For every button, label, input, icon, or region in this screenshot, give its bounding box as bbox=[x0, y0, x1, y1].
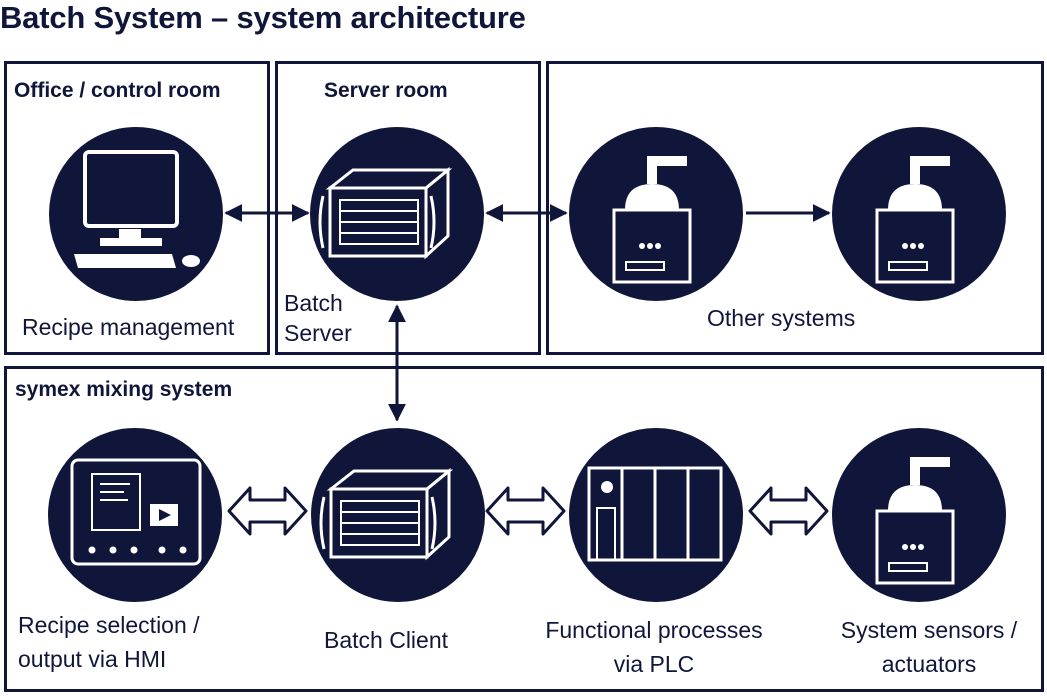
server-icon bbox=[318, 166, 453, 260]
hollow-arrow-plc-sensors bbox=[748, 486, 829, 536]
sensors-label: System sensors / actuators bbox=[814, 613, 1044, 681]
server-room-label: Server room bbox=[324, 79, 448, 102]
office-computer-circle bbox=[49, 127, 223, 301]
computer-icon bbox=[74, 150, 200, 268]
batch-server-line1: Batch bbox=[284, 290, 343, 316]
plc-label-line2: via PLC bbox=[613, 651, 695, 677]
hmi-label: Recipe selection / output via HMI bbox=[18, 608, 200, 676]
symex-label: symex mixing system bbox=[15, 378, 233, 401]
plc-label-line1: Functional processes bbox=[545, 617, 763, 643]
page-title: Batch System – system architecture bbox=[0, 0, 526, 35]
mixing-tank-icon bbox=[612, 156, 692, 284]
hmi-label-line1: Recipe selection / bbox=[18, 612, 200, 638]
hollow-arrow-client-plc bbox=[485, 486, 566, 536]
sensors-label-line2: actuators bbox=[881, 651, 977, 677]
server-icon bbox=[319, 467, 454, 561]
batch-server-line2: Server bbox=[284, 320, 352, 346]
batch-server-label: Batch Server bbox=[284, 288, 352, 348]
other-systems-label: Other systems bbox=[707, 305, 856, 331]
hollow-arrow-hmi-client bbox=[227, 486, 308, 536]
batch-client-label: Batch Client bbox=[324, 627, 449, 653]
mixing-tank-icon bbox=[875, 457, 955, 585]
mixing-tank-icon bbox=[875, 156, 955, 284]
sensors-label-line1: System sensors / bbox=[840, 617, 1018, 643]
plc-icon bbox=[587, 466, 723, 562]
plc-label: Functional processes via PLC bbox=[516, 613, 792, 681]
recipe-management-label: Recipe management bbox=[22, 314, 235, 340]
hmi-label-line2: output via HMI bbox=[18, 646, 167, 672]
office-label: Office / control room bbox=[14, 79, 221, 102]
hmi-circle bbox=[48, 428, 222, 602]
hmi-panel-icon bbox=[70, 458, 202, 566]
